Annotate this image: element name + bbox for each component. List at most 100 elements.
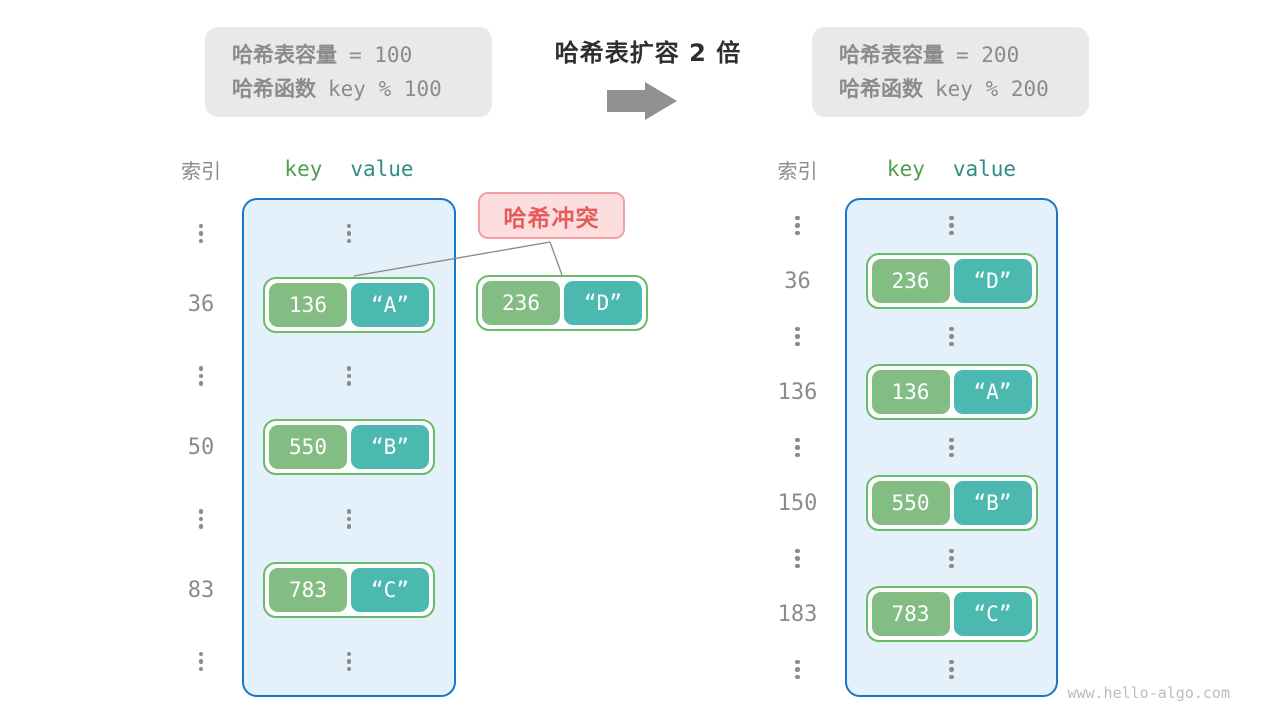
watermark: www.hello-algo.com [1067,684,1230,702]
index-label: 50 [187,434,215,460]
index-cell: 36 [160,292,242,317]
key-box: 783 [269,568,347,613]
ellipsis-dots-icon [346,223,352,244]
key-value-pair: 236“D” [865,253,1038,309]
dot [198,366,204,371]
value-box: “B” [953,481,1032,525]
dot [949,341,954,347]
dot [949,452,954,458]
table-row [750,420,1058,475]
index-cell [160,651,242,672]
expand-arrow-icon [607,82,677,120]
dot [346,524,352,529]
dot [949,445,954,450]
dot [346,516,352,522]
dot [346,651,352,657]
index-header: 索引 [777,158,818,183]
bucket-cell: 236“D” [845,253,1058,309]
index-label: 36 [784,268,811,294]
dot [949,334,954,339]
bucket-cell: 783“C” [845,586,1058,642]
diagram-title: 哈希表扩容 2 倍 [554,39,742,67]
index-label: 36 [187,292,215,318]
index-label: 150 [777,490,818,516]
key-box: 136 [871,370,950,414]
ellipsis-dots-icon [198,223,204,244]
dot [795,674,800,680]
capacity-value: = 100 [349,43,413,67]
dot [795,326,800,332]
value-box: “C” [953,592,1032,636]
hash-function-label: 哈希函数 [232,77,316,101]
table-header: 索引 key value [160,140,456,198]
dot [346,366,352,371]
index-cell [160,223,242,244]
dot [346,666,352,672]
key-box: 783 [871,592,950,636]
index-cell: 183 [750,602,845,627]
index-cell [750,326,845,347]
dot [795,341,800,347]
key-header: key [886,157,925,181]
index-cell [750,437,845,458]
dot [795,334,800,339]
dot [795,452,800,458]
value-box: “B” [351,425,429,470]
key-value-header: key value [845,157,1058,181]
value-header: value [350,157,414,181]
dot [198,516,204,522]
dot [795,230,800,236]
dot [795,215,800,221]
value-header: value [952,157,1017,181]
index-cell: 150 [750,491,845,516]
value-box: “A” [351,282,429,327]
dot [949,667,954,672]
dot [949,215,954,221]
table-row: 150 550“B” [750,475,1058,531]
bucket-cell [845,326,1058,347]
table-row [750,642,1058,697]
dot [346,238,352,244]
ellipsis-dots-icon [949,548,954,569]
bucket-cell: 136“A” [242,276,456,333]
index-label: 136 [777,379,818,405]
bucket-cell: 783“C” [242,562,456,619]
bucket-cell [845,548,1058,569]
value-box: “A” [953,370,1032,414]
capacity-line: 哈希表容量= 100 [232,38,492,72]
index-cell [750,548,845,569]
bucket-cell: 550“B” [845,475,1058,531]
ellipsis-dots-icon [346,651,352,672]
dot [949,556,954,561]
value-box: “C” [351,568,429,613]
ellipsis-dots-icon [949,437,954,458]
dot [949,563,954,569]
ellipsis-dots-icon [198,366,204,386]
capacity-label: 哈希表容量 [839,43,944,67]
collision-pair: 236 “D” [476,275,648,331]
dot [949,674,954,680]
table-row [750,531,1058,586]
dot [198,223,204,229]
ellipsis-dots-icon [795,659,800,680]
value-box: “D” [953,259,1032,303]
key-value-pair: 136“A” [263,276,435,333]
dot [198,231,204,236]
dot [795,667,800,672]
bucket-cell [242,366,456,386]
key-box: 236 [482,281,560,325]
dot [198,381,204,386]
index-cell [160,366,242,386]
ellipsis-dots-icon [346,366,352,386]
dot [346,659,352,664]
index-cell: 136 [750,380,845,405]
ellipsis-dots-icon [795,326,800,347]
ellipsis-dots-icon [795,215,800,236]
